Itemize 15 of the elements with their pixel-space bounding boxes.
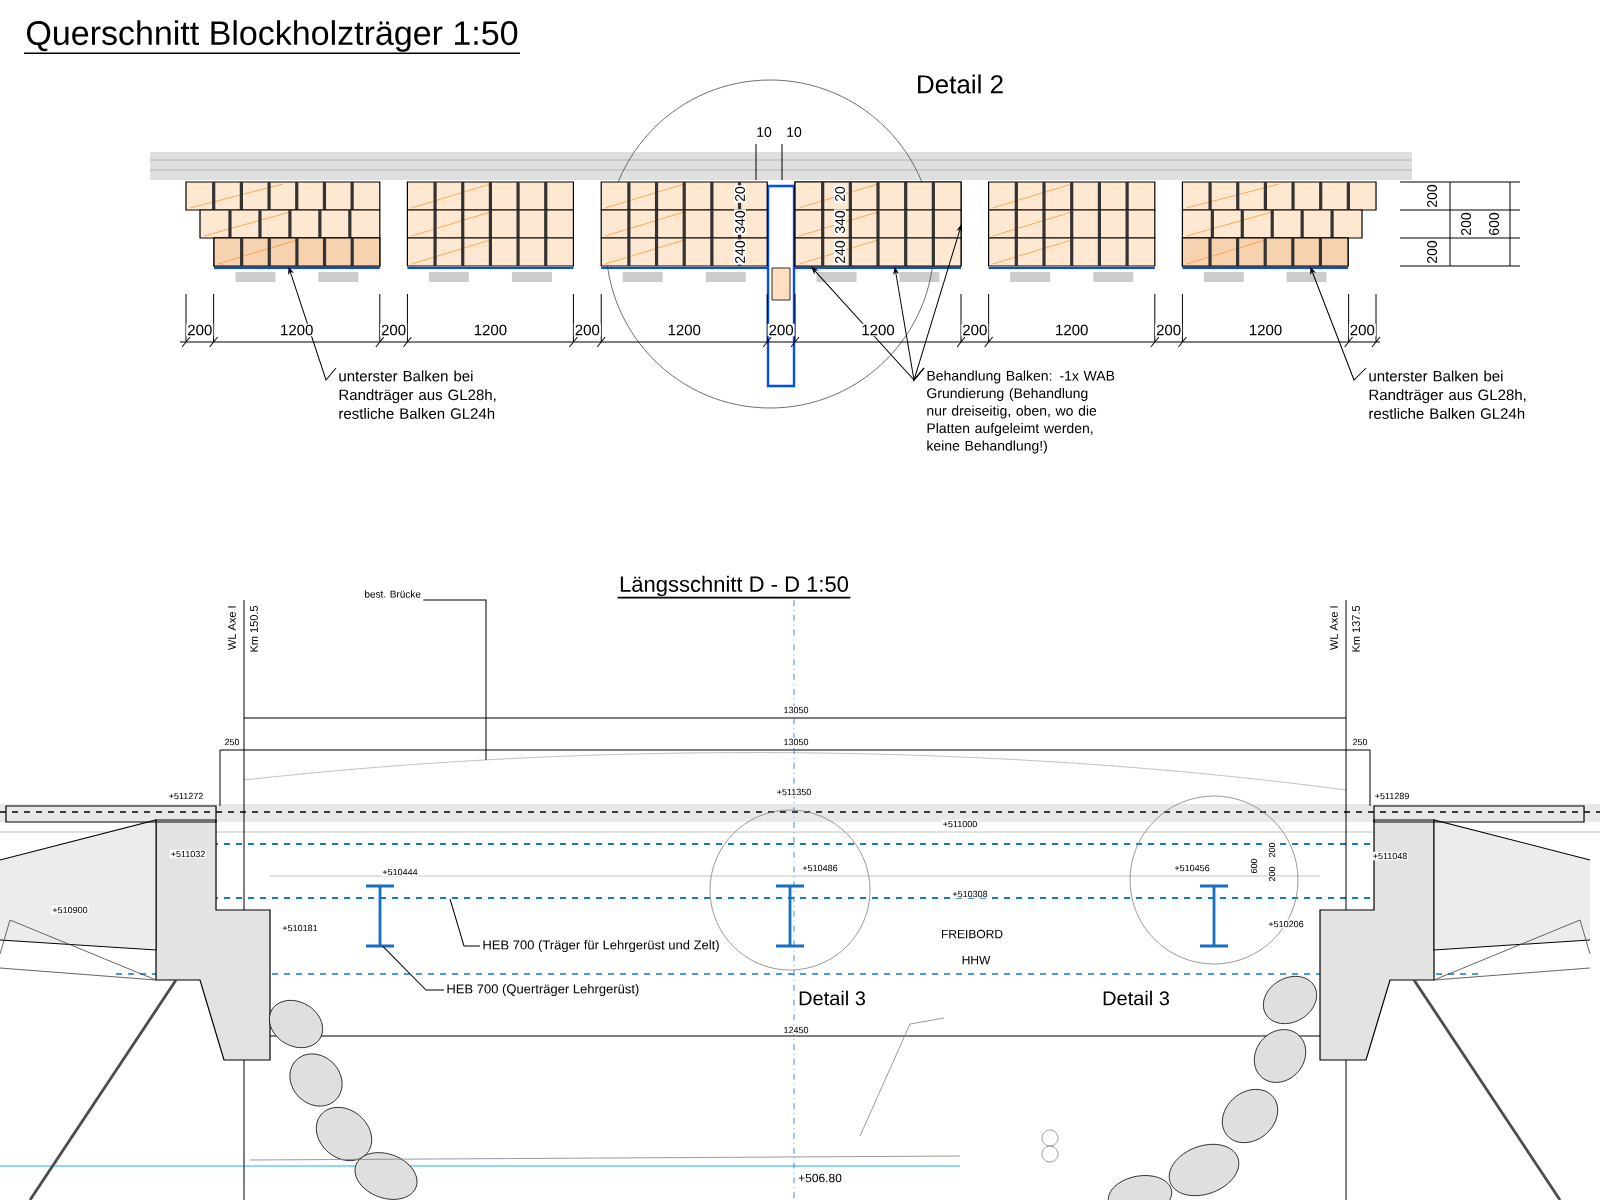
detail-label: Detail 3 [1101, 989, 1171, 1007]
section-title: Längsschnitt D - D 1:50 [616, 574, 852, 599]
leader-line [1310, 267, 1367, 381]
detail-label: Detail 2 [914, 73, 1006, 95]
beam [1181, 237, 1349, 267]
steel-beam [364, 884, 396, 948]
leader-line [288, 267, 337, 381]
leader-line [913, 224, 963, 381]
beam [213, 237, 381, 267]
beam-block [794, 181, 962, 267]
leader-line [449, 898, 481, 947]
drawing-title: Querschnitt Blockholzträger 1:50 [23, 19, 521, 55]
detail-label: Detail 3 [797, 989, 867, 1007]
leader-line [382, 945, 445, 991]
leader-line [422, 599, 487, 761]
